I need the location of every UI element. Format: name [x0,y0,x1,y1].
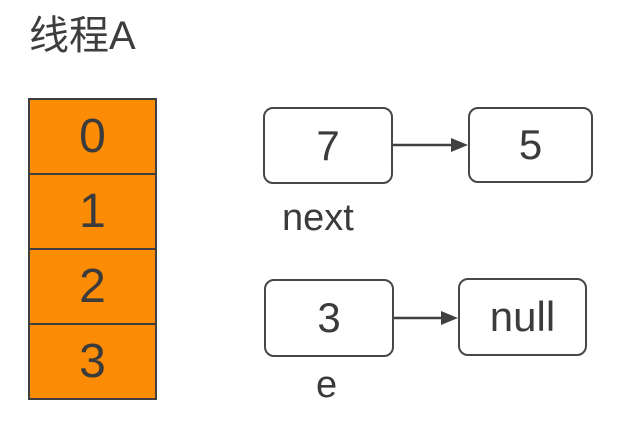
link-label-e: e [316,364,338,406]
array-cell-1: 1 [28,173,157,250]
array-cell-2: 2 [28,248,157,325]
diagram-title: 线程A [29,14,136,58]
node-box-next-to: 5 [468,107,593,183]
link-label-next: next [282,197,354,239]
array-column: 0 1 2 3 [28,98,157,400]
node-box-e-to: null [458,278,587,356]
array-cell-3: 3 [28,323,157,400]
arrow-icon [393,138,468,152]
node-box-e-from: 3 [264,279,394,357]
node-box-next-from: 7 [263,107,393,184]
array-cell-0: 0 [28,98,157,175]
arrow-icon [394,311,458,325]
